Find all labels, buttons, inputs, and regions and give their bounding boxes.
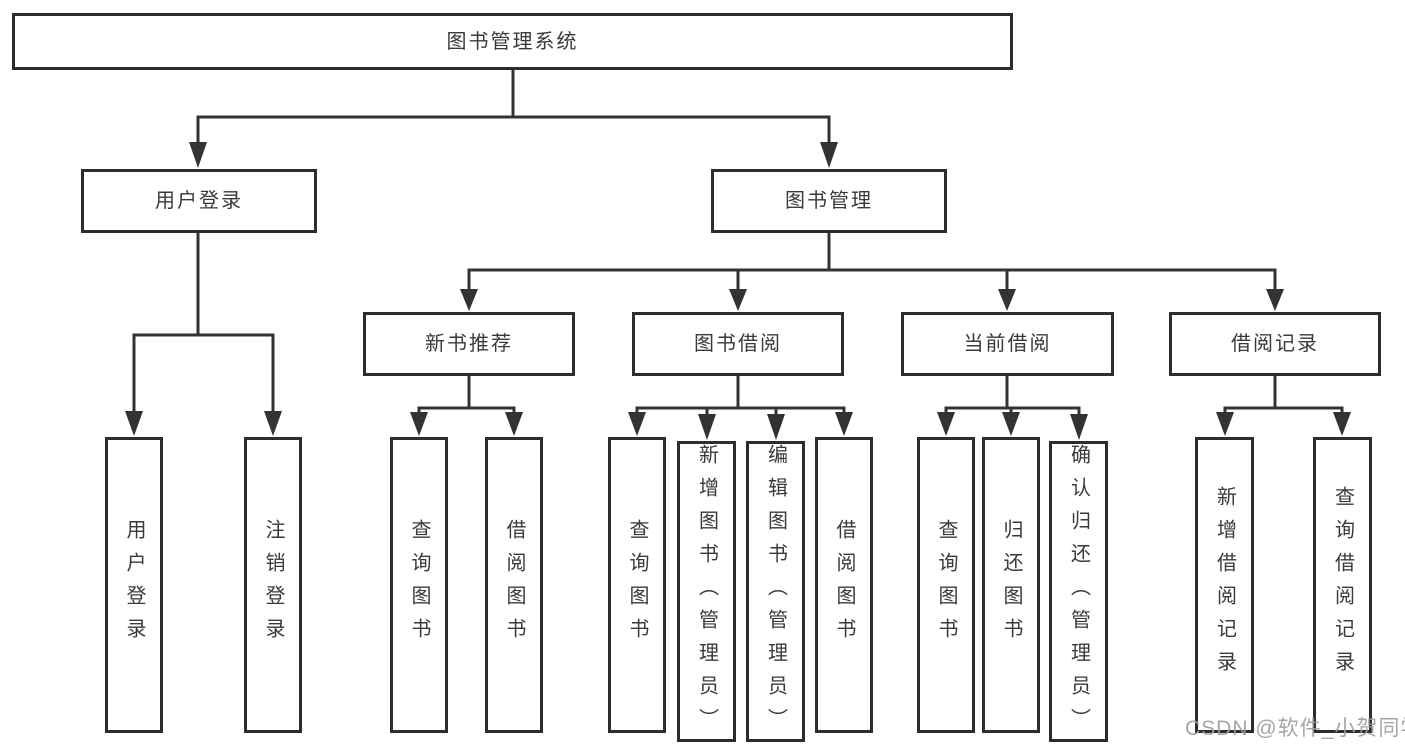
node-user-login: 用户登录 bbox=[81, 169, 317, 233]
connector-root-to-level1 bbox=[189, 70, 838, 168]
leaf-edit-books-admin: 编辑图书（管理员） bbox=[746, 441, 805, 742]
leaf-query-borrow-record: 查询借阅记录 bbox=[1313, 437, 1372, 733]
connector-borrow-records-to-leaves bbox=[1216, 376, 1351, 436]
leaf-return-books: 归还图书 bbox=[982, 437, 1040, 733]
connector-book-borrowing-to-leaves bbox=[628, 376, 853, 440]
connector-new-book-to-leaves bbox=[410, 376, 523, 436]
connector-current-borrowing-to-leaves bbox=[937, 376, 1088, 440]
leaf-add-borrow-record: 新增借阅记录 bbox=[1195, 437, 1254, 733]
leaf-borrow-books-borrowing: 借阅图书 bbox=[815, 437, 873, 733]
node-library-management-system: 图书管理系统 bbox=[12, 13, 1013, 70]
leaf-query-books-current: 查询图书 bbox=[917, 437, 975, 733]
leaf-add-books-admin: 新增图书（管理员） bbox=[677, 441, 736, 742]
watermark: CSDN @软件_小贺同学 bbox=[1185, 717, 1405, 740]
leaf-logout: 注销登录 bbox=[244, 437, 302, 733]
connector-user-login-to-leaves bbox=[125, 233, 282, 436]
leaf-query-books-borrowing: 查询图书 bbox=[608, 437, 666, 733]
leaf-confirm-return-admin: 确认归还（管理员） bbox=[1049, 441, 1108, 742]
node-book-borrowing: 图书借阅 bbox=[632, 312, 844, 376]
leaf-borrow-books-recommend: 借阅图书 bbox=[485, 437, 543, 733]
connector-book-management-to-level2 bbox=[460, 233, 1284, 311]
node-borrowing-records: 借阅记录 bbox=[1169, 312, 1381, 376]
node-current-borrowing: 当前借阅 bbox=[901, 312, 1114, 376]
leaf-user-login: 用户登录 bbox=[105, 437, 163, 733]
node-new-book-recommendation: 新书推荐 bbox=[363, 312, 575, 376]
node-book-management: 图书管理 bbox=[711, 169, 947, 233]
leaf-query-books-recommend: 查询图书 bbox=[390, 437, 448, 733]
